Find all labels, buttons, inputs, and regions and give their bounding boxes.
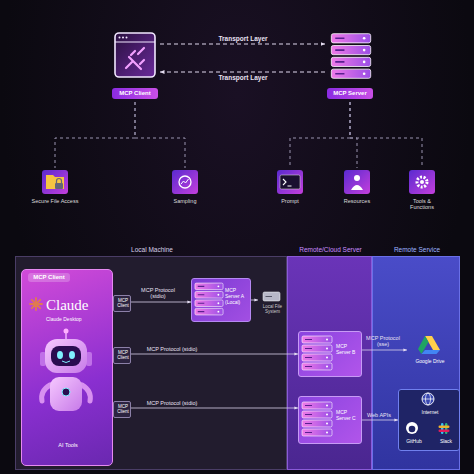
feature-icon: Resources	[331, 168, 383, 212]
zone-panel: Google DriveGitHubSlackInternetRemote Se…	[372, 256, 460, 470]
connector	[290, 102, 350, 168]
resource-glyph	[351, 185, 363, 190]
box-caption: AI Tools	[22, 442, 114, 448]
service-label: GitHub	[402, 439, 426, 445]
icon-tile	[277, 170, 303, 194]
window-dot	[119, 37, 121, 39]
service-box: GitHub Slack Internet	[398, 389, 460, 451]
zone-heading: Remote Service	[373, 246, 461, 253]
window-dot	[122, 37, 124, 39]
feature-icons	[42, 170, 435, 194]
connector	[350, 102, 422, 168]
server-label: MCP Server C	[336, 410, 362, 422]
zone-panel: MCP Server BMCP Server CRemote/Cloud Ser…	[287, 256, 372, 470]
tag-label: MCP Client	[114, 350, 132, 360]
icon-tile	[172, 170, 198, 194]
service-icon: GitHub	[402, 422, 426, 449]
server-label: MCP Server A (Local)	[225, 288, 251, 305]
lock-glyph	[57, 179, 62, 184]
feature-label: Resources	[331, 198, 383, 204]
connector	[350, 102, 357, 168]
icon-tile	[409, 170, 435, 194]
edge-label: MCP Protocol (sse)	[363, 335, 403, 348]
edge-label: Transport Layer	[218, 35, 267, 42]
service-icon: Slack	[434, 422, 458, 449]
service-icon: Google Drive	[407, 335, 453, 369]
app-name: Claude Desktop	[46, 317, 110, 323]
connector	[55, 102, 135, 168]
edge-label: Web APIs	[362, 412, 396, 418]
connector	[135, 102, 185, 168]
brand-name: Claude	[46, 297, 110, 314]
folder-glyph	[46, 175, 64, 189]
node-label: MCP Client	[112, 88, 158, 99]
sampling-glyph	[181, 179, 189, 184]
feature-label: Sampling	[159, 198, 211, 204]
edge-label: MCP Protocol (stdio)	[137, 346, 207, 352]
client-tag: MCP Client	[113, 295, 131, 312]
gear-glyph	[417, 177, 427, 187]
icon-tile	[42, 170, 68, 194]
feature-label: Secure File Access	[29, 198, 81, 204]
tag-label: MCP Client	[114, 404, 132, 414]
icon-tile	[344, 170, 370, 194]
server-block: MCP Server	[325, 30, 375, 102]
plug-glyph	[126, 48, 144, 69]
service-label: Google Drive	[407, 359, 453, 365]
edge-label: MCP Protocol (stdio)	[137, 400, 207, 406]
server-label: MCP Server B	[336, 344, 362, 356]
client-app-box: MCP ClientClaudeClaude Desktop AI Tools	[21, 269, 113, 466]
window-frame	[115, 33, 155, 77]
server-box: MCP Server C	[298, 396, 362, 444]
feature-icon: Secure File Access	[29, 168, 81, 212]
resource-icon: Local File System	[258, 292, 287, 320]
terminal-glyph	[283, 179, 292, 186]
box-heading: MCP Client	[28, 273, 70, 282]
service-label: Internet	[399, 410, 461, 416]
server-box: MCP Server A (Local)	[191, 278, 251, 322]
feature-label: Tools & Functions	[402, 198, 442, 211]
resource-glyph	[354, 175, 360, 181]
zone-heading: Remote/Cloud Server	[288, 246, 373, 253]
zone-heading: Local Machine	[16, 246, 288, 253]
client-block: MCP Client	[110, 30, 160, 102]
feature-label: Prompt	[264, 198, 316, 204]
feature-icon: Sampling	[159, 168, 211, 212]
edge-label: MCP Protocol (stdio)	[137, 287, 179, 300]
feature-icon: Prompt	[264, 168, 316, 212]
node-label: MCP Server	[327, 88, 373, 99]
tag-label: MCP Client	[114, 298, 132, 308]
lock-glyph	[55, 183, 63, 189]
client-tag: MCP Client	[113, 347, 131, 364]
connector	[160, 44, 325, 45]
gear-glyph	[420, 180, 424, 184]
edge-label: Transport Layer	[218, 74, 267, 81]
resource-label: Local File System	[258, 304, 287, 314]
client-tag: MCP Client	[113, 401, 131, 418]
terminal-glyph	[280, 175, 300, 189]
browser-window-icon	[115, 33, 155, 77]
service-label: Slack	[434, 439, 458, 445]
server-box: MCP Server B	[298, 331, 362, 377]
window-bar	[115, 41, 155, 42]
feature-icon: Tools & Functions	[396, 168, 448, 212]
sampling-glyph	[179, 176, 191, 188]
server-stack-icon	[331, 34, 370, 79]
connector	[160, 72, 325, 73]
window-dot	[126, 37, 128, 39]
